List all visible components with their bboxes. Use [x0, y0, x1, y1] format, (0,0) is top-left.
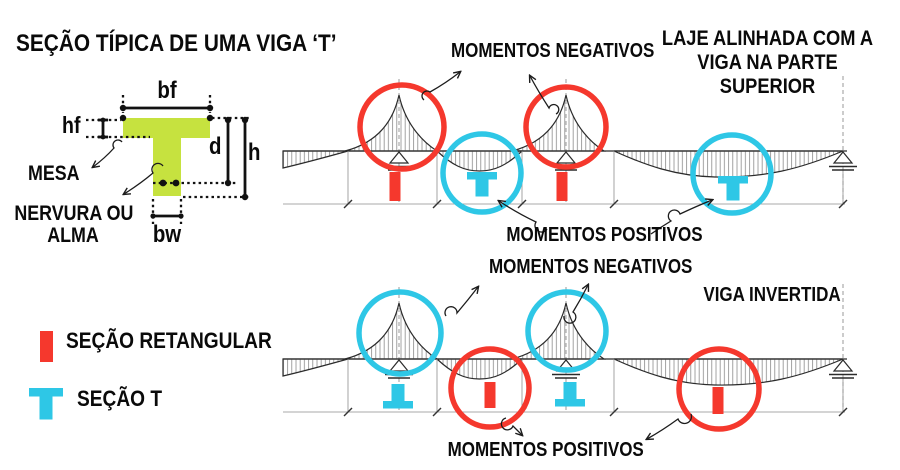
label-momentos-positivos-top: MOMENTOS POSITIVOS [506, 224, 703, 246]
rect-section-marker [484, 382, 496, 408]
dim-label-hf: hf [62, 112, 81, 138]
label-momentos-negativos-top: MOMENTOS NEGATIVOS [450, 40, 655, 62]
dim-label-h: h [248, 139, 261, 166]
laje-title-line1: LAJE ALINHADA COM A [661, 26, 874, 50]
t-section-marker [467, 172, 497, 197]
annotation-arrow [530, 76, 560, 115]
rebar-dot [172, 179, 180, 187]
main-title: SEÇÃO TÍPICA DE UMA VIGA ‘T’ [16, 30, 337, 57]
annotation-arrow [650, 200, 712, 235]
legend-rect-section-label: SEÇÃO RETANGULAR [66, 328, 272, 353]
label-mesa: MESA [28, 162, 80, 185]
laje-title-line3: SUPERIOR [719, 74, 816, 98]
dim-label-bf: bf [157, 77, 177, 104]
negative-moment-circle [356, 289, 444, 377]
inverted-t-section-marker [555, 382, 585, 407]
legend-symbols [29, 331, 63, 420]
label-momentos-negativos-bottom: MOMENTOS NEGATIVOS [489, 256, 693, 278]
viga-invertida-title: VIGA INVERTIDA [703, 284, 841, 306]
annotation-arrow [93, 139, 123, 167]
label-momentos-positivos-bottom: MOMENTOS POSITIVOS [447, 439, 644, 461]
annotation-arrow [444, 287, 478, 317]
t-section-shape [123, 118, 210, 196]
laje-title-line2: VIGA NA PARTE [697, 50, 838, 74]
positive-moment-circle [690, 132, 774, 216]
rebar-dot [159, 179, 167, 187]
positive-moment-circle [448, 346, 532, 430]
rect-section-marker [712, 387, 724, 414]
dim-label-bw: bw [152, 221, 182, 248]
annotation-arrow [124, 162, 164, 194]
legend-t-section-symbol [29, 388, 63, 420]
positive-moment-circle [676, 346, 762, 432]
legend-t-section-label: SEÇÃO T [77, 386, 163, 411]
annotation-arrow [500, 417, 522, 435]
label-nervura-line1: NERVURA OU [14, 202, 134, 225]
t-section-drawing [86, 95, 250, 224]
dim-label-d: d [209, 133, 222, 160]
negative-moment-circle [525, 289, 609, 373]
positive-moment-circle [440, 131, 524, 215]
annotation-arrow [647, 413, 693, 439]
annotation-arrow [421, 72, 460, 101]
inverted-t-section-marker [383, 384, 413, 409]
label-nervura-line2: ALMA [47, 224, 99, 247]
rect-section-marker [556, 172, 568, 201]
rect-section-marker [389, 172, 401, 201]
negative-moment-circle [357, 82, 447, 172]
annotation-arrow [499, 201, 548, 233]
legend-rect-section-symbol [40, 331, 53, 362]
annotation-arrow [563, 285, 588, 324]
negative-moment-circle [523, 84, 609, 170]
t-section-marker [718, 176, 748, 201]
